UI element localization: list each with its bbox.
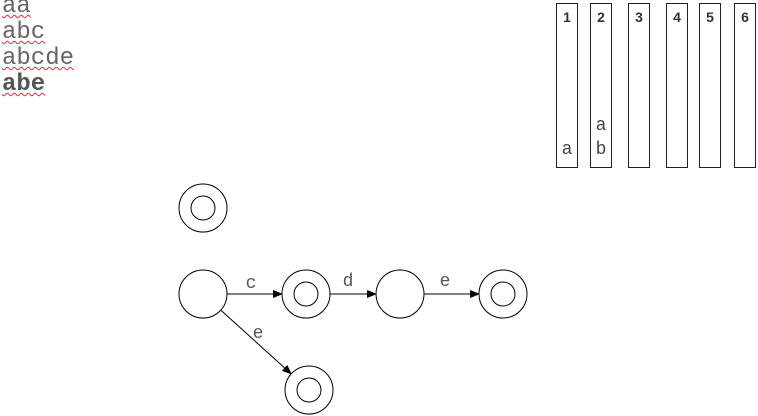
accepting-state xyxy=(284,365,334,415)
word-item-current: abe xyxy=(2,71,46,98)
column-letter: a xyxy=(561,140,573,160)
column-letters: a xyxy=(557,138,577,162)
accepting-ring xyxy=(293,281,319,307)
column-4: 4 xyxy=(666,3,688,168)
state-circle xyxy=(178,269,228,319)
state-circle xyxy=(178,183,228,233)
accepting-state xyxy=(178,183,228,233)
column-number: 6 xyxy=(741,9,749,25)
column-5: 5 xyxy=(699,3,721,168)
column-number: 3 xyxy=(635,9,643,25)
transition-arrow xyxy=(220,309,292,375)
column-letter: b xyxy=(595,140,607,160)
column-6: 6 xyxy=(734,3,756,168)
state xyxy=(178,269,228,319)
transition-label: e xyxy=(253,324,264,344)
state xyxy=(375,269,425,319)
column-number: 2 xyxy=(597,9,605,25)
word-item: abc xyxy=(2,19,46,46)
word-item: abcde xyxy=(2,45,75,72)
column-letters: a b xyxy=(591,114,611,162)
state-circle xyxy=(281,269,331,319)
column-number: 5 xyxy=(706,9,714,25)
column-number: 1 xyxy=(563,9,571,25)
column-2: 2 a b xyxy=(590,3,612,168)
accepting-ring xyxy=(190,195,216,221)
word-item: aa xyxy=(2,0,31,20)
accepting-ring xyxy=(296,377,322,403)
accepting-state xyxy=(281,269,331,319)
accepting-ring xyxy=(490,281,516,307)
column-letter: a xyxy=(595,116,607,136)
state-circle xyxy=(375,269,425,319)
accepting-state xyxy=(478,269,528,319)
state-circle xyxy=(284,365,334,415)
column-1: 1 a xyxy=(556,3,578,168)
state-circle xyxy=(478,269,528,319)
transition-label: c xyxy=(246,274,257,294)
column-3: 3 xyxy=(628,3,650,168)
transition-label: e xyxy=(440,272,451,292)
transition-label: d xyxy=(343,272,354,292)
column-number: 4 xyxy=(673,9,681,25)
